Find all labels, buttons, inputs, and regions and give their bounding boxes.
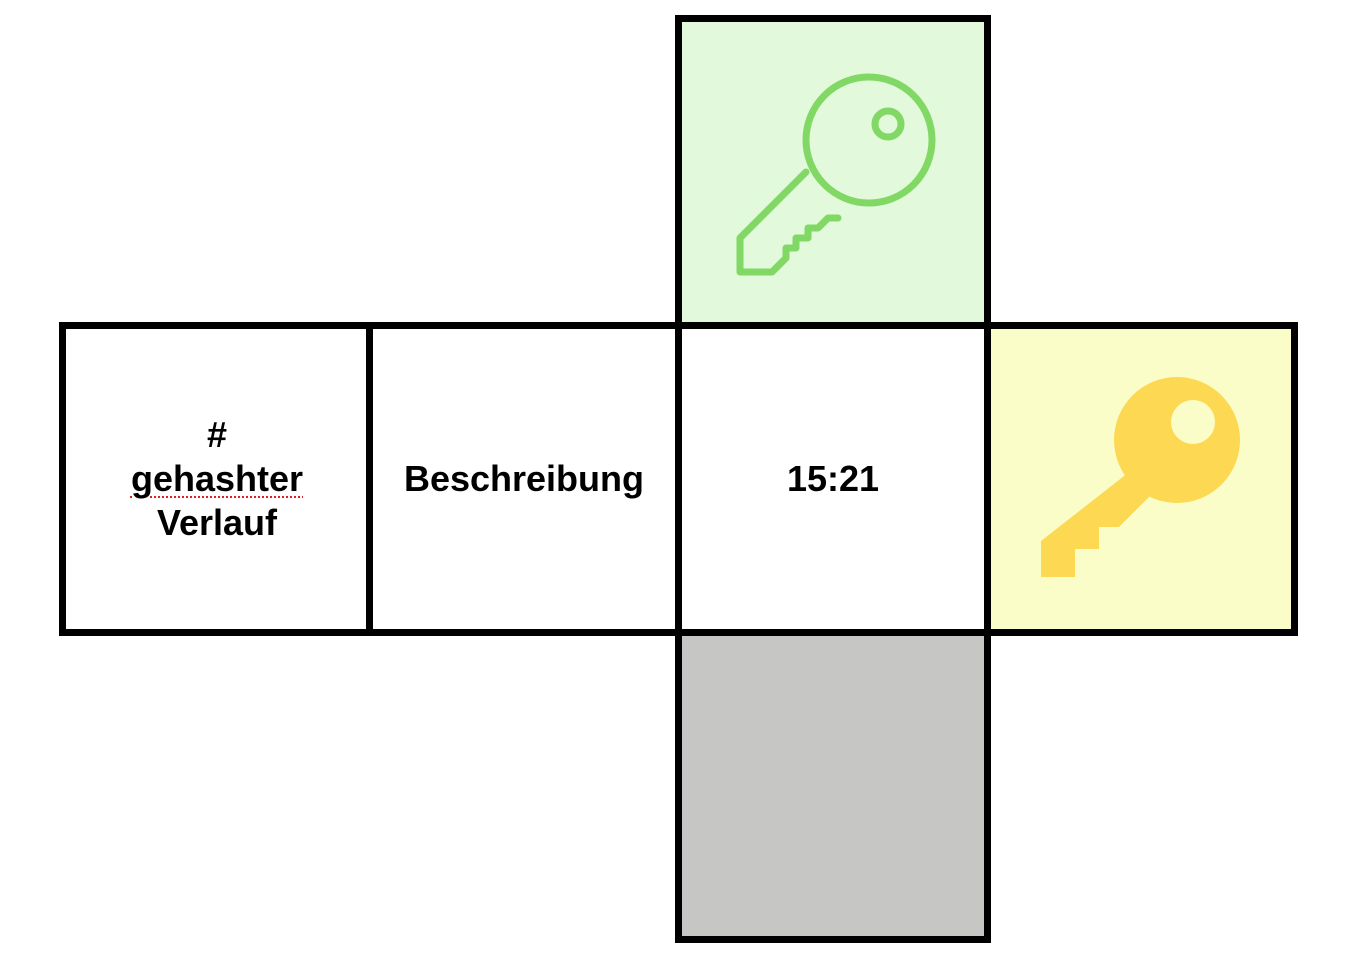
hashed-history-label: # gehashter Verlauf: [131, 413, 303, 545]
time-label: 15:21: [786, 458, 880, 499]
top-key-face: [675, 15, 991, 329]
time-face: 15:21: [675, 322, 991, 636]
hashed-history-face: # gehashter Verlauf: [59, 322, 375, 636]
hash-symbol: #: [206, 414, 228, 455]
history-word: Verlauf: [156, 502, 278, 543]
description-face: Beschreibung: [366, 322, 682, 636]
bottom-blank-face: [675, 629, 991, 943]
description-label: Beschreibung: [403, 458, 645, 499]
key-outline-icon: [736, 73, 936, 276]
key-solid-icon: [1041, 377, 1240, 577]
hashed-word: gehashter: [130, 458, 304, 499]
right-key-face: [984, 322, 1298, 636]
